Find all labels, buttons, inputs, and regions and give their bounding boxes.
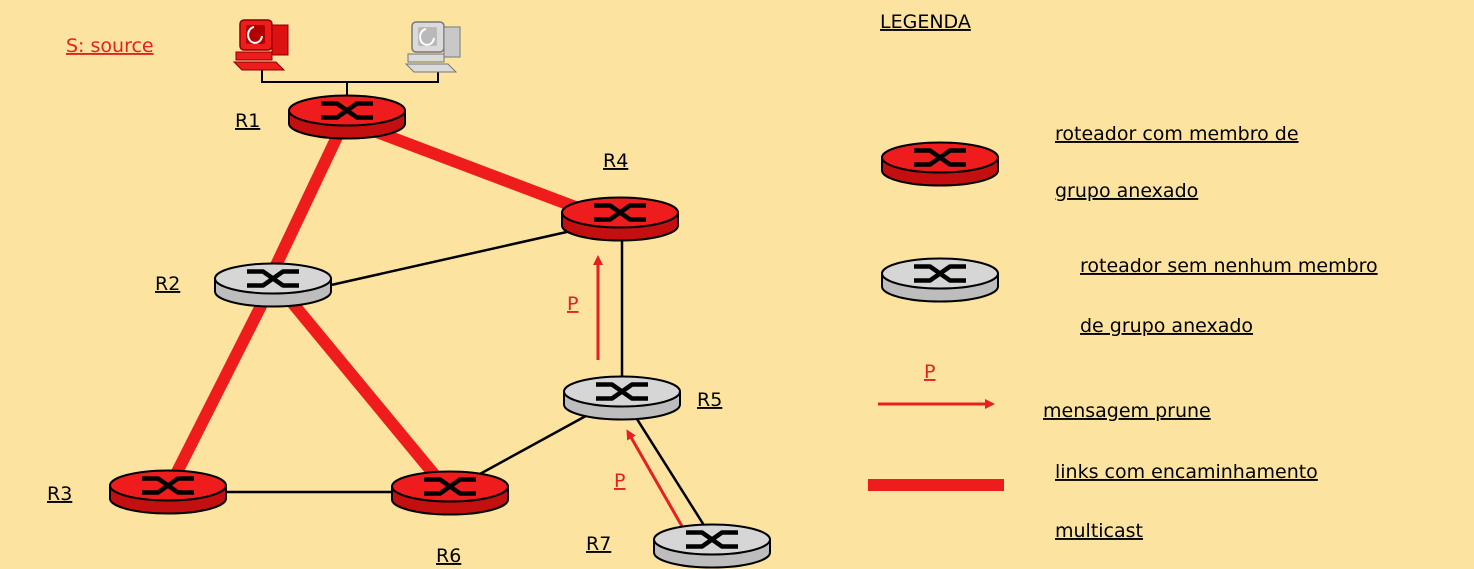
- legend-member-text-1: roteador com membro de: [1055, 123, 1299, 145]
- legend-title: LEGENDA: [880, 11, 971, 33]
- source-label: S: source: [66, 35, 154, 57]
- router-label-r3: R3: [47, 483, 72, 505]
- legend-member-router-icon: [881, 141, 999, 187]
- router-r1-icon: [288, 94, 406, 140]
- router-label-r6: R6: [436, 545, 461, 567]
- routers: [109, 94, 999, 569]
- router-label-r5: R5: [697, 389, 722, 411]
- router-label-r2: R2: [155, 273, 180, 295]
- legend-member-text-2: grupo anexado: [1055, 180, 1198, 202]
- legend-multicast-link-swatch: [868, 479, 1004, 491]
- prune-arrow-r7-r5: [626, 429, 689, 536]
- legend-prune-text: mensagem prune: [1043, 400, 1211, 422]
- prune-arrows: P P: [567, 255, 689, 536]
- link-r1-r2: [264, 117, 351, 281]
- prune-label-lower: P: [614, 470, 625, 492]
- legend-nonmember-router-icon: [881, 257, 999, 303]
- prune-label-upper: P: [567, 293, 578, 315]
- legend-nonmember-text-1: roteador sem nenhum membro: [1080, 255, 1378, 277]
- legend-links-text-2: multicast: [1055, 520, 1143, 542]
- router-r4-icon: [561, 196, 679, 242]
- router-r2-icon: [214, 262, 332, 308]
- host-bus: [261, 70, 439, 83]
- link-r5-r7: [623, 399, 714, 539]
- router-label-r1: R1: [235, 110, 260, 132]
- router-r3-icon: [109, 469, 227, 515]
- member-host-icon: [404, 21, 461, 73]
- link-r2-r3: [162, 285, 276, 493]
- link-r2-r6: [275, 284, 452, 494]
- legend-nonmember-text-2: de grupo anexado: [1080, 315, 1253, 337]
- source-host-icon: [232, 19, 289, 71]
- legend-prune-symbol: P: [924, 361, 935, 383]
- router-r5-icon: [563, 375, 681, 421]
- legend-links-text-1: links com encaminhamento: [1055, 461, 1318, 483]
- router-r7-icon: [653, 523, 771, 569]
- router-r6-icon: [391, 470, 509, 516]
- router-label-r4: R4: [603, 150, 628, 172]
- router-label-r7: R7: [586, 533, 611, 555]
- legend: LEGENDA roteador com membro de grupo ane…: [868, 11, 1378, 542]
